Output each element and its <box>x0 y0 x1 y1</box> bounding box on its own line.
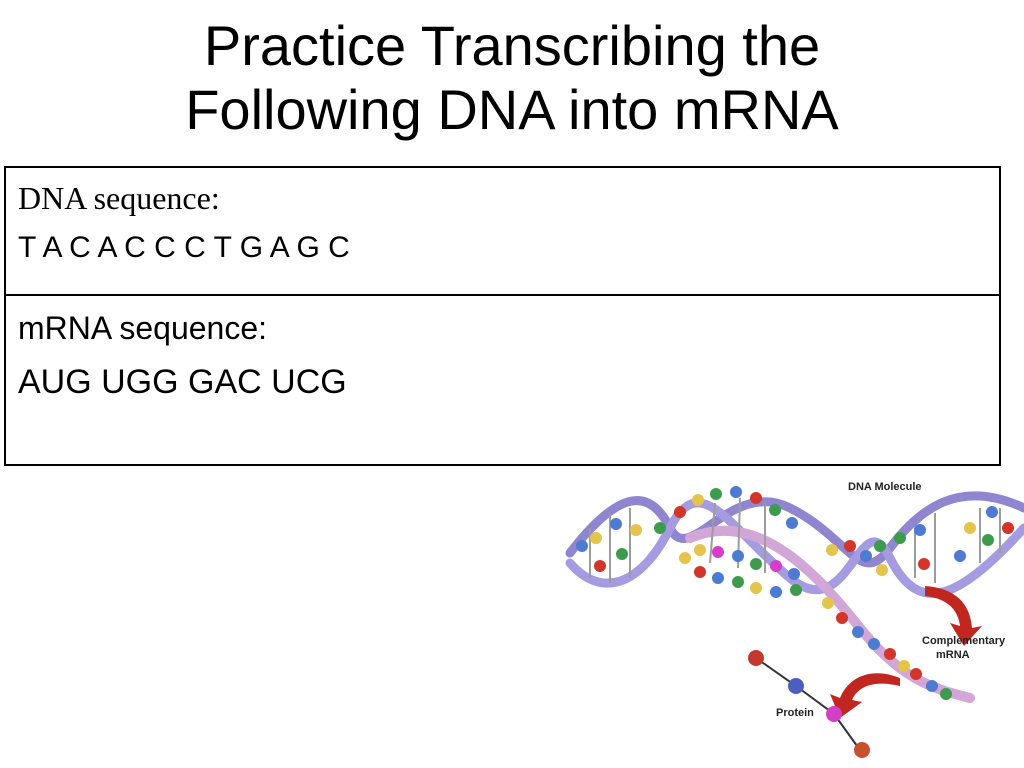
mrna-sequence-value: AUG UGG GAC UCG <box>18 363 347 401</box>
translation-arrow <box>830 673 900 718</box>
nucleotide-beads <box>576 486 1014 700</box>
slide-title: Practice Transcribing the Following DNA … <box>0 14 1024 142</box>
transcription-arrow <box>925 586 982 646</box>
protein-label: Protein <box>776 707 814 719</box>
mrna-strand <box>685 525 975 703</box>
dna-cell: DNA sequence: T A C A C C C T G A G C <box>6 168 999 296</box>
amino-acid-3 <box>826 706 842 722</box>
amino-acid-2 <box>788 678 804 694</box>
dna-transcription-illustration: DNA Molecule Complementary mRNA Protein <box>565 481 1024 758</box>
dna-molecule-label: DNA Molecule <box>848 481 922 493</box>
complementary-label: Complementary <box>922 635 1006 647</box>
dna-backbone-strand-2 <box>565 498 1024 599</box>
amino-acid-4 <box>854 742 870 758</box>
dna-sequence-label: DNA sequence: <box>18 180 220 216</box>
mrna-cell: mRNA sequence: AUG UGG GAC UCG <box>6 296 999 466</box>
title-line-1: Practice Transcribing the <box>203 14 821 77</box>
dna-backbone-strand-1 <box>565 491 1024 568</box>
mrna-sequence-label: mRNA sequence: <box>18 310 268 346</box>
base-pair-rungs <box>589 497 1001 583</box>
sequence-table: DNA sequence: T A C A C C C T G A G C mR… <box>4 166 1001 466</box>
protein-chain <box>755 657 861 751</box>
dna-sequence-value: T A C A C C C T G A G C <box>18 231 350 264</box>
amino-acid-1 <box>748 650 764 666</box>
title-line-2: Following DNA into mRNA <box>185 78 839 141</box>
mrna-label: mRNA <box>936 649 970 661</box>
